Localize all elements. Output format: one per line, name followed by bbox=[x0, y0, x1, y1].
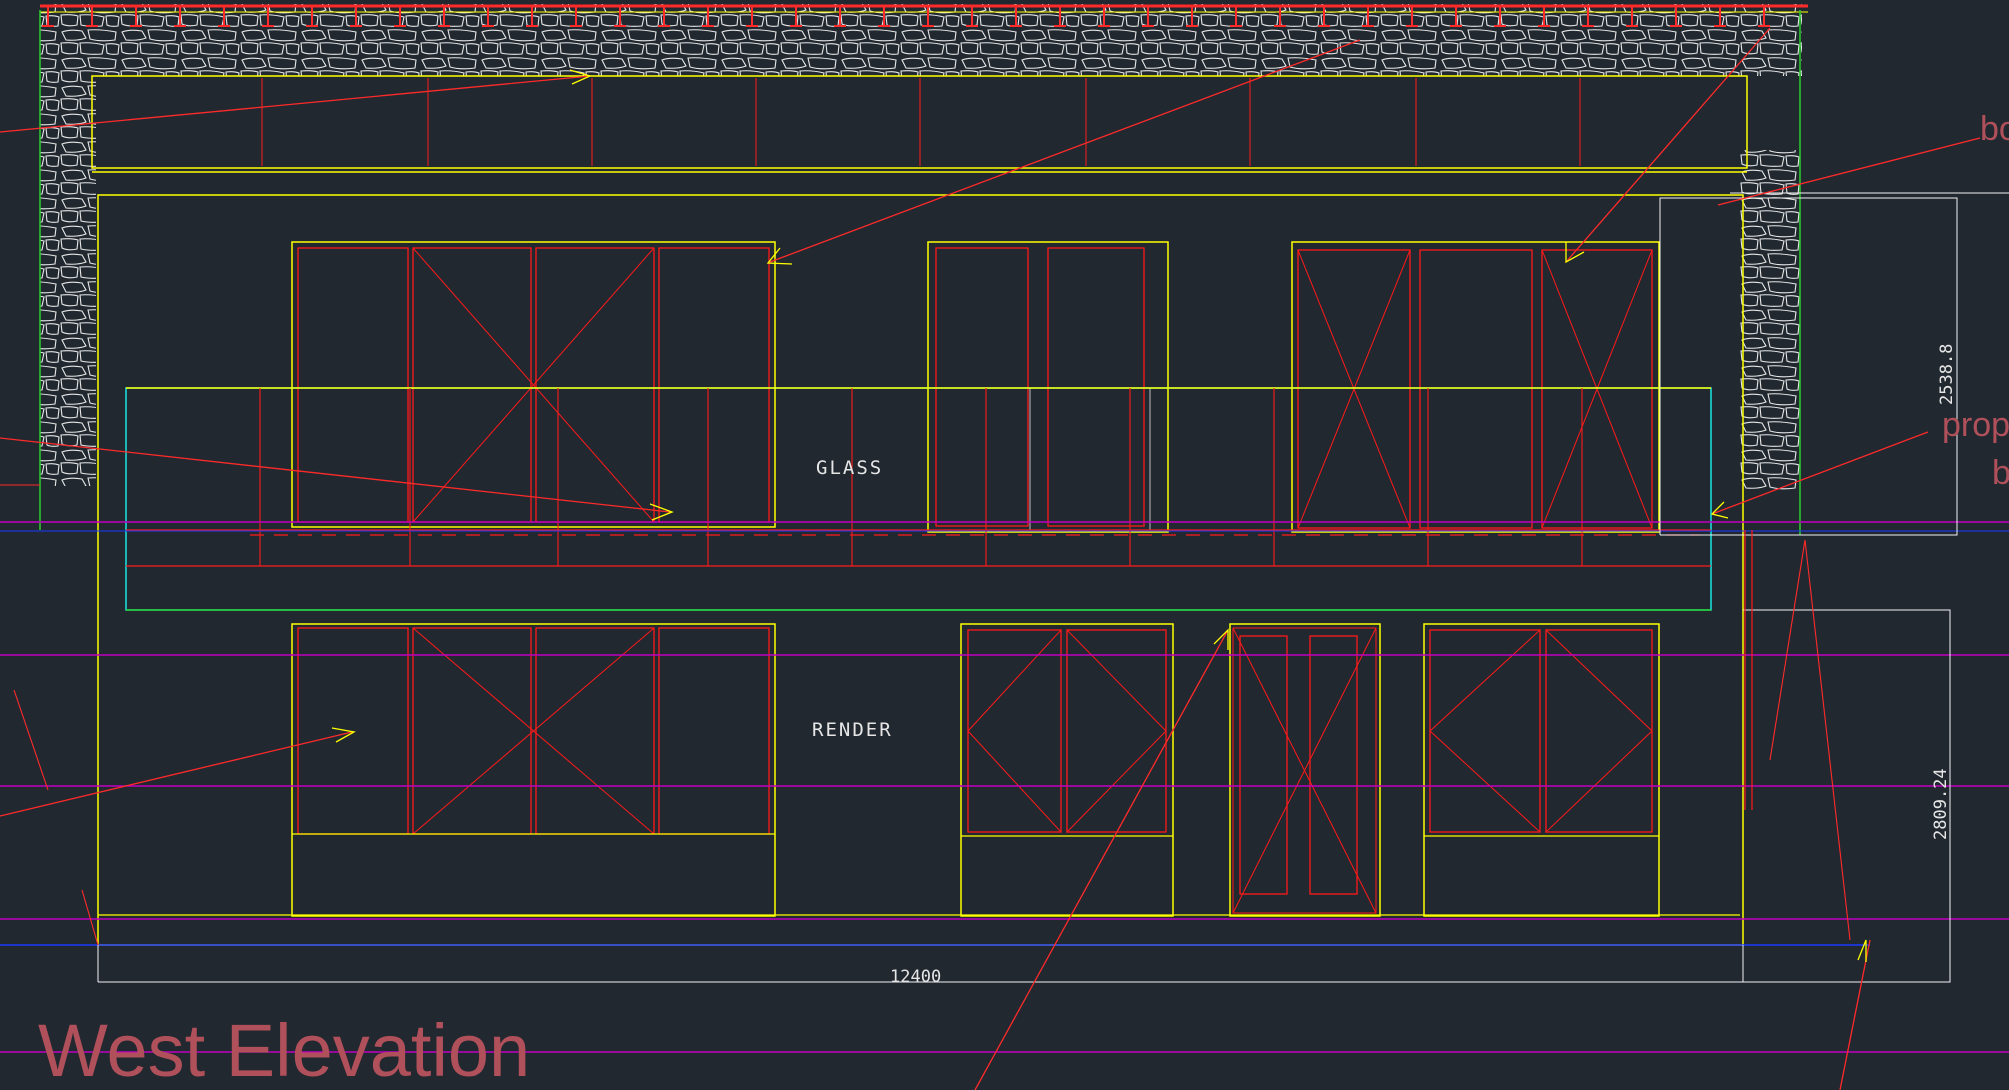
dimension-lines bbox=[97, 192, 2009, 983]
stone-wall-right bbox=[1740, 150, 1800, 490]
width-dimension-label: 12400 bbox=[890, 967, 941, 987]
level-lines bbox=[0, 521, 2009, 1053]
entrance-door bbox=[1229, 623, 1381, 917]
drawing-labels: GLASS RENDER 12400 2538.8 2809.24 bo pro… bbox=[38, 110, 2009, 1090]
stone-wall-left bbox=[40, 76, 96, 486]
stone-walls bbox=[39, 4, 1808, 535]
upper-window-middle bbox=[927, 241, 1169, 533]
render-label: RENDER bbox=[812, 719, 893, 741]
lower-height-dimension-label: 2809.24 bbox=[1931, 768, 1951, 840]
lower-window-left bbox=[291, 623, 776, 917]
fascia-panel bbox=[91, 75, 1748, 169]
annotation-leaders bbox=[0, 27, 1981, 1090]
annotation-middle-right-1: prop bbox=[1942, 406, 2009, 444]
fascia-dividers bbox=[261, 78, 1581, 166]
glass-balcony bbox=[125, 387, 1712, 611]
upper-window-right bbox=[1291, 241, 1660, 533]
lower-windows bbox=[291, 623, 1660, 917]
drawing-title: West Elevation bbox=[38, 1009, 530, 1090]
annotation-top-right: bo bbox=[1980, 110, 2009, 148]
stone-band-top bbox=[40, 4, 1802, 76]
glass-label: GLASS bbox=[816, 457, 883, 479]
lower-window-middle bbox=[960, 623, 1174, 917]
lower-window-right bbox=[1423, 623, 1660, 917]
balcony-posts bbox=[259, 388, 1583, 566]
upper-height-dimension-label: 2538.8 bbox=[1937, 344, 1957, 405]
annotation-middle-right-2: b bbox=[1992, 454, 2009, 492]
roof-fascia bbox=[91, 75, 1748, 173]
roof-teeth bbox=[42, 6, 1770, 27]
